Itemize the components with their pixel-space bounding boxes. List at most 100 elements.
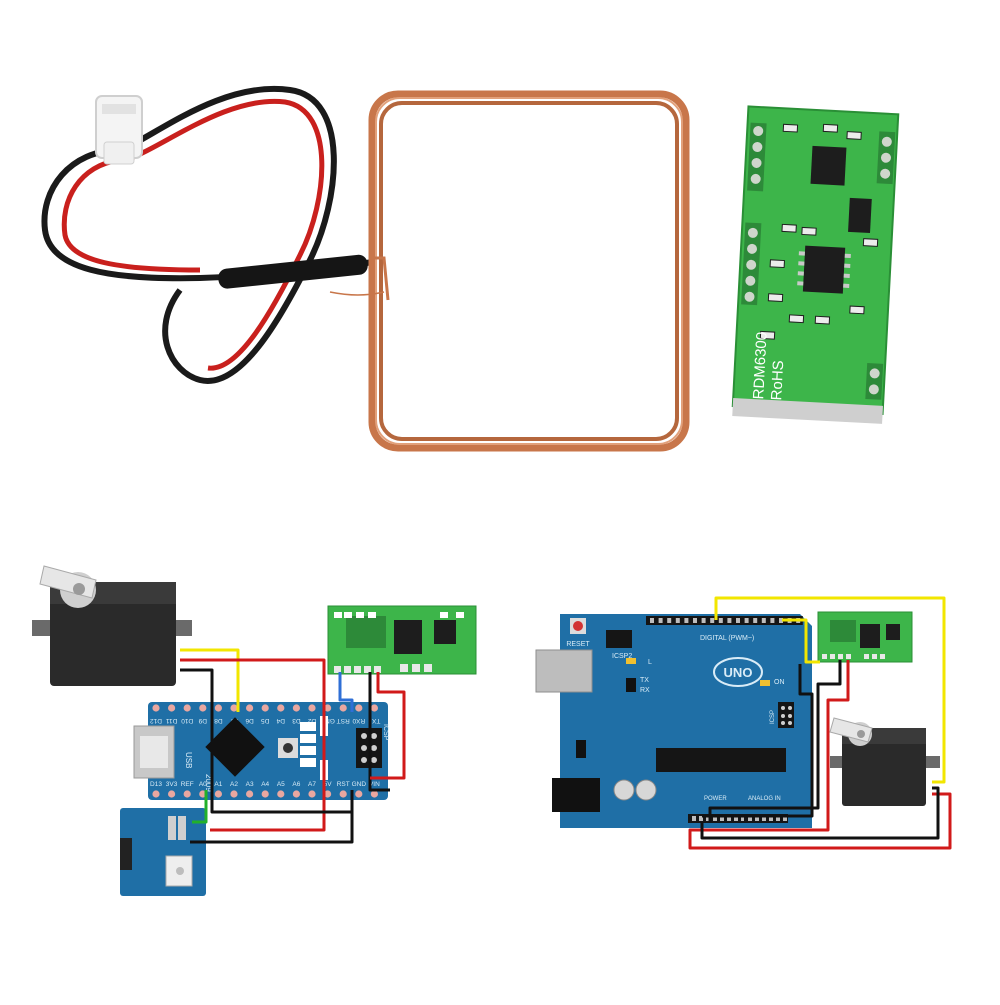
rdm6300-module-photo: RDM6300 RoHS	[731, 105, 900, 424]
uno-analog-label: ANALOG IN	[748, 796, 781, 802]
pin-label: D4	[276, 717, 285, 724]
pin-label: TX1	[368, 717, 380, 724]
module-marking-rdm6300: RDM6300	[750, 332, 771, 400]
pin-label: D13	[150, 781, 162, 788]
pin-pad	[261, 704, 269, 712]
uno-usb-port	[535, 649, 593, 693]
uno-led-on-label: ON	[774, 679, 785, 686]
nano-board-label: 2009	[204, 774, 213, 792]
module-marking-rohs: RoHS	[768, 360, 787, 401]
pin-pad	[246, 704, 254, 712]
pin-label: A7	[308, 781, 316, 788]
uno-logo-ring	[713, 657, 763, 687]
ic-chip-top	[810, 145, 847, 186]
wire-servo-signal-left	[180, 648, 240, 712]
uno-led-rx-label: RX	[640, 687, 650, 694]
uno-icsp-label: ICSP	[770, 710, 776, 724]
uno-power-label: POWER	[704, 796, 727, 802]
pin-pad	[292, 790, 300, 798]
pin-pad	[277, 790, 285, 798]
pin-pad	[339, 704, 347, 712]
uno-wiring-diagram: RESET ICSP2 DIGITAL (PWM~) UNO L TX RX O…	[535, 596, 952, 850]
uno-logo: UNO	[724, 665, 753, 680]
servo-motor-right	[829, 717, 940, 806]
pin-label: D5	[261, 717, 270, 724]
uno-led-tx-label: TX	[640, 677, 649, 684]
pin-pad	[152, 790, 160, 798]
uno-reset-label: RESET	[566, 641, 590, 648]
uno-led-l-label: L	[648, 659, 652, 666]
rdm6300-module-right	[817, 611, 913, 663]
pin-pad	[277, 704, 285, 712]
pin-pad	[199, 704, 207, 712]
pin-label: A0	[199, 781, 207, 788]
wire-servo-gnd-right	[700, 786, 940, 840]
pin-label: D11	[165, 717, 177, 724]
pin-label: A3	[246, 781, 254, 788]
pin-label: D2	[307, 717, 316, 724]
pin-label: D8	[214, 717, 223, 724]
wire-antenna-a0	[192, 790, 208, 824]
wire-module-gnd-right	[708, 660, 842, 822]
pin-pad	[292, 704, 300, 712]
heat-shrink-joint	[218, 254, 368, 289]
wire-5v-left	[180, 658, 326, 832]
uno-capacitor-1	[613, 779, 635, 801]
pin-pad	[152, 704, 160, 712]
wire-servo-signal-right	[714, 596, 946, 784]
pin-pad	[324, 790, 332, 798]
pin-pad	[355, 704, 363, 712]
wire-gnd-bridge-right	[702, 664, 814, 818]
pin-label: RX0	[352, 717, 365, 724]
antenna-assembly	[41, 85, 690, 452]
uno-mcu-chip	[656, 748, 786, 772]
wire-module-gnd-left	[368, 672, 390, 792]
right-pin-header	[865, 131, 896, 400]
copper-coil-antenna	[329, 90, 690, 452]
pin-pad	[214, 790, 222, 798]
arduino-uno-board: RESET ICSP2 DIGITAL (PWM~) UNO L TX RX O…	[535, 614, 812, 828]
uno-digital-label: DIGITAL (PWM~)	[700, 635, 754, 642]
nano-usb-label: USB	[184, 752, 193, 768]
wire-rx-left	[338, 672, 354, 712]
pin-pad	[183, 790, 191, 798]
wire-5v-right	[688, 660, 952, 850]
pin-label: D10	[181, 717, 193, 724]
pin-pad	[308, 704, 316, 712]
wire-tx-right	[782, 618, 820, 664]
rdm6300-module-left	[327, 605, 477, 675]
pin-pad	[370, 704, 378, 712]
pin-label: 3V3	[166, 781, 178, 788]
uno-icsp-header	[778, 702, 794, 728]
arduino-nano-board: D12D11D10D9D8D7D6D5D4D3D2GNDRSTRX0TX1 D1…	[133, 702, 389, 800]
pin-label: D6	[245, 717, 254, 724]
pin-label: A4	[261, 781, 269, 788]
uno-icsp2-label: ICSP2	[612, 653, 632, 660]
antenna-breakout-board	[120, 808, 206, 896]
pin-pad	[339, 790, 347, 798]
pin-pad	[168, 790, 176, 798]
pin-label: A5	[277, 781, 285, 788]
pin-pad	[246, 790, 254, 798]
pin-label: 5V	[324, 781, 333, 788]
uno-digital-header	[646, 616, 803, 625]
pin-label: D9	[198, 717, 207, 724]
nano-wires	[180, 648, 406, 844]
uno-power-header	[688, 814, 746, 823]
nano-wiring-diagram: D12D11D10D9D8D7D6D5D4D3D2GNDRSTRX0TX1 D1…	[32, 565, 477, 896]
uno-icsp2-header	[606, 630, 632, 648]
ic-chip-soic8	[802, 245, 846, 294]
uno-wires	[688, 596, 952, 850]
pin-pad	[168, 704, 176, 712]
pin-label: GND	[352, 781, 367, 788]
pin-label: A6	[292, 781, 300, 788]
pin-label: RST	[337, 781, 350, 788]
pin-label: VIN	[369, 781, 380, 788]
pin-pad	[230, 704, 238, 712]
pin-pad	[308, 790, 316, 798]
pin-pad	[183, 704, 191, 712]
wire-antenna-gnd	[190, 800, 354, 844]
pin-label: D3	[292, 717, 301, 724]
